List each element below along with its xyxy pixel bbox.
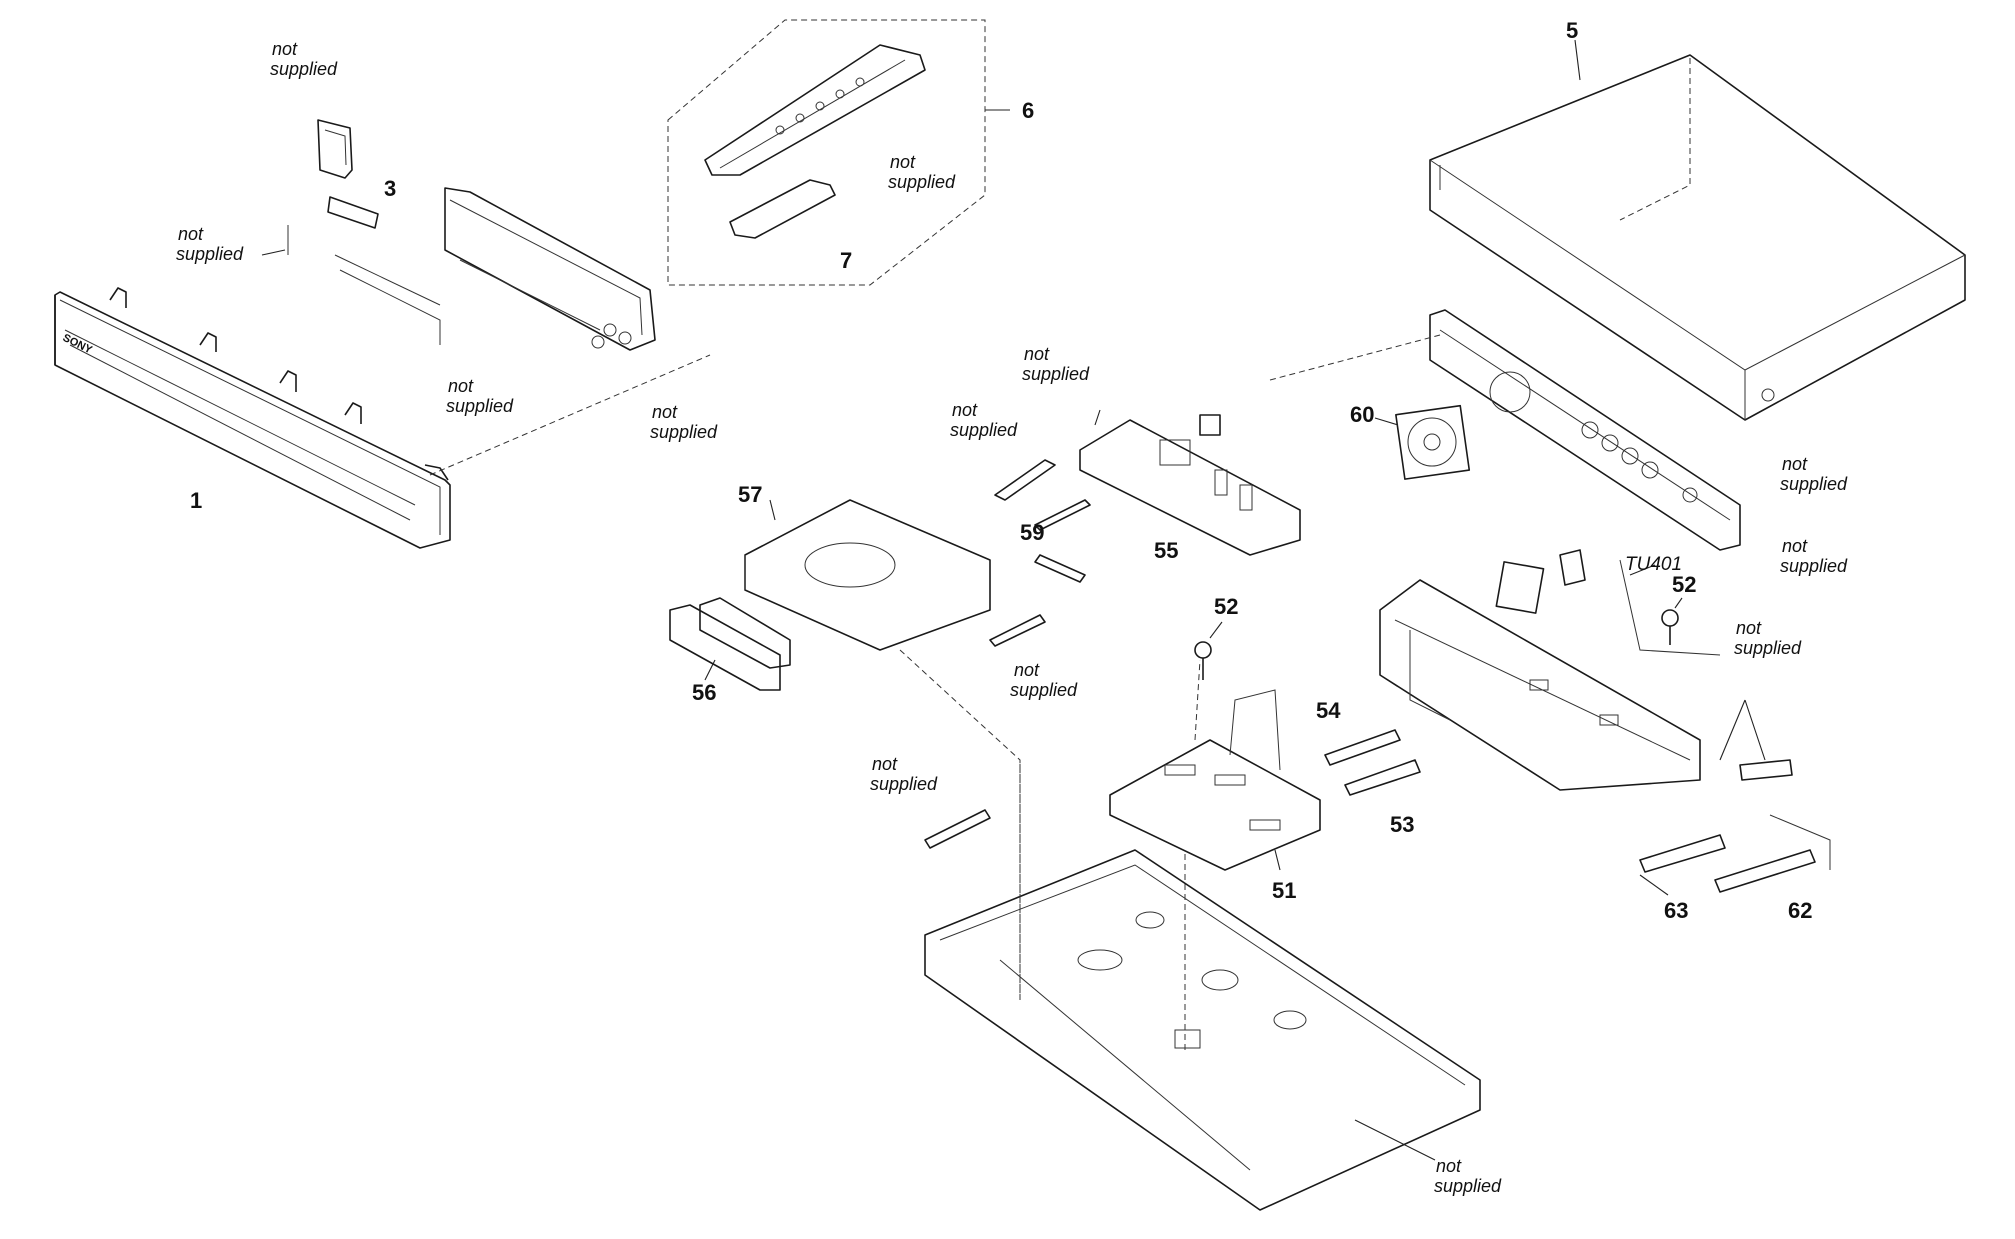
disc-drive-part-57 — [669, 499, 1021, 1000]
svg-text:not: not — [952, 400, 978, 420]
note-not-supplied-7: not supplied — [950, 400, 1018, 440]
note-not-supplied-9: not supplied — [870, 754, 938, 794]
note-not-supplied-12: not supplied — [1434, 1156, 1502, 1196]
callout-57: 57 — [738, 482, 762, 507]
svg-text:not: not — [272, 39, 298, 59]
svg-text:not: not — [1024, 344, 1050, 364]
callout-1: 1 — [190, 488, 202, 513]
note-not-supplied-10: not supplied — [1780, 536, 1848, 576]
callout-5: 5 — [1566, 18, 1578, 43]
svg-text:not: not — [1736, 618, 1762, 638]
top-cover-part-5 — [1429, 39, 1966, 421]
callout-62: 62 — [1788, 898, 1812, 923]
callout-52-right: 52 — [1672, 572, 1696, 597]
svg-text:supplied: supplied — [888, 172, 956, 192]
callout-59: 59 — [1020, 520, 1044, 545]
svg-text:not: not — [1436, 1156, 1462, 1176]
cables-and-connectors — [924, 459, 1831, 896]
svg-text:supplied: supplied — [950, 420, 1018, 440]
callout-54: 54 — [1316, 698, 1341, 723]
note-not-supplied-1: not supplied — [270, 39, 338, 79]
svg-text:not: not — [1014, 660, 1040, 680]
svg-text:supplied: supplied — [1734, 638, 1802, 658]
board-part-55 — [1079, 409, 1301, 556]
callout-63: 63 — [1664, 898, 1688, 923]
board-part-51 — [1109, 659, 1321, 871]
tu401-label: TU401 — [1625, 554, 1682, 575]
screw-part-52-right — [1661, 597, 1683, 645]
svg-text:not: not — [890, 152, 916, 172]
callout-52-left: 52 — [1214, 594, 1238, 619]
callout-7: 7 — [840, 248, 852, 273]
note-not-supplied-13: not supplied — [1780, 454, 1848, 494]
svg-text:supplied: supplied — [650, 422, 718, 442]
screw-part-52-left — [1194, 621, 1223, 680]
svg-text:supplied: supplied — [1780, 556, 1848, 576]
main-board-chassis — [1379, 549, 1721, 791]
note-not-supplied-11: not supplied — [1734, 618, 1802, 658]
svg-text:not: not — [872, 754, 898, 774]
callout-55: 55 — [1154, 538, 1178, 563]
remote-accessory-group — [667, 19, 1010, 286]
note-not-supplied-4: not supplied — [650, 402, 718, 442]
front-panel-part-1: SONY — [54, 287, 451, 549]
svg-text:supplied: supplied — [1780, 474, 1848, 494]
svg-text:not: not — [448, 376, 474, 396]
callout-51: 51 — [1272, 878, 1296, 903]
callout-56: 56 — [692, 680, 716, 705]
svg-text:supplied: supplied — [176, 244, 244, 264]
bottom-chassis-tray — [924, 760, 1481, 1211]
svg-text:supplied: supplied — [1022, 364, 1090, 384]
svg-text:not: not — [178, 224, 204, 244]
svg-text:supplied: supplied — [1010, 680, 1078, 700]
note-not-supplied-5: not supplied — [888, 152, 956, 192]
svg-text:supplied: supplied — [446, 396, 514, 416]
callout-60: 60 — [1350, 402, 1374, 427]
note-not-supplied-2: not supplied — [176, 224, 244, 264]
front-board-assembly — [261, 119, 711, 476]
note-not-supplied-8: not supplied — [1010, 660, 1078, 700]
svg-text:not: not — [652, 402, 678, 422]
callout-53: 53 — [1390, 812, 1414, 837]
callout-3: 3 — [384, 176, 396, 201]
sony-logo-text: SONY — [61, 332, 95, 357]
svg-text:supplied: supplied — [1434, 1176, 1502, 1196]
svg-text:not: not — [1782, 536, 1808, 556]
note-not-supplied-3: not supplied — [446, 376, 514, 416]
svg-text:supplied: supplied — [870, 774, 938, 794]
rear-panel-assembly — [1269, 309, 1741, 551]
note-not-supplied-6: not supplied — [1022, 344, 1090, 384]
callout-6: 6 — [1022, 98, 1034, 123]
svg-text:supplied: supplied — [270, 59, 338, 79]
svg-text:not: not — [1782, 454, 1808, 474]
